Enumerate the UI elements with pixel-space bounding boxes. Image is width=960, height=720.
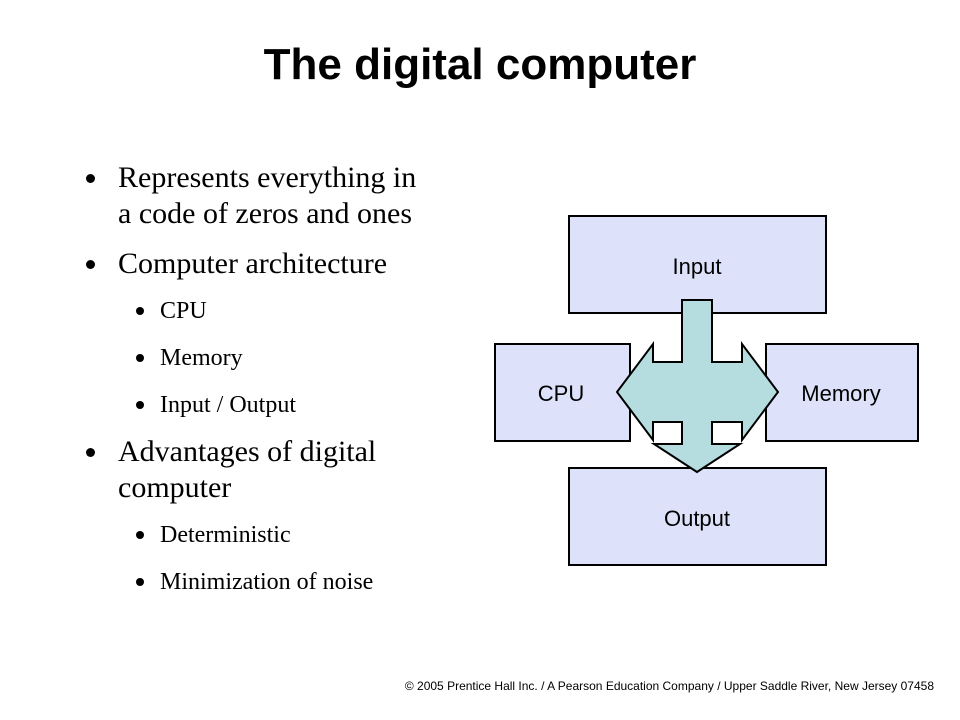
bullet-dot-icon <box>86 260 95 269</box>
four-way-arrow-icon <box>615 299 780 474</box>
bullet-text: Memory <box>160 345 243 371</box>
bullet-list: Represents everything in a code of zeros… <box>76 160 486 597</box>
sub-bullet-item: Minimization of noise <box>76 567 486 597</box>
bullet-dot-icon <box>86 174 95 183</box>
bullet-dot-icon <box>136 307 144 315</box>
bullet-item: Computer architecture <box>76 246 486 282</box>
cpu-label: CPU <box>538 381 584 406</box>
bullet-item: Represents everything in a code of zeros… <box>76 160 486 232</box>
bullet-dot-icon <box>136 354 144 362</box>
bullet-dot-icon <box>136 531 144 539</box>
bullet-text: Deterministic <box>160 522 291 548</box>
output-box <box>568 467 827 566</box>
bullet-item: Advantages of digital computer <box>76 434 486 506</box>
bullet-text: Minimization of noise <box>160 569 374 595</box>
bullet-dot-icon <box>136 401 144 409</box>
bullet-text: Computer architecture <box>118 247 388 280</box>
bullet-text: a code of zeros and ones <box>118 197 413 230</box>
sub-bullet-item: Input / Output <box>76 390 486 420</box>
bullet-text: computer <box>118 471 232 504</box>
bullet-dot-icon <box>136 578 144 586</box>
copyright-footer: © 2005 Prentice Hall Inc. / A Pearson Ed… <box>404 679 934 693</box>
bullet-dot-icon <box>86 448 95 457</box>
slide-title: The digital computer <box>263 40 697 89</box>
bullet-text: Input / Output <box>160 392 296 418</box>
input-box <box>568 215 827 314</box>
memory-label: Memory <box>801 381 880 406</box>
bullet-text: Advantages of digital <box>118 435 377 468</box>
cpu-box <box>494 343 631 442</box>
input-label: Input <box>673 254 722 279</box>
memory-box <box>765 343 919 442</box>
bullet-text: CPU <box>160 298 207 324</box>
sub-bullet-item: Memory <box>76 343 486 373</box>
bullet-text: Represents everything in <box>118 161 417 194</box>
sub-bullet-item: Deterministic <box>76 520 486 550</box>
output-label: Output <box>664 506 730 531</box>
sub-bullet-item: CPU <box>76 296 486 326</box>
